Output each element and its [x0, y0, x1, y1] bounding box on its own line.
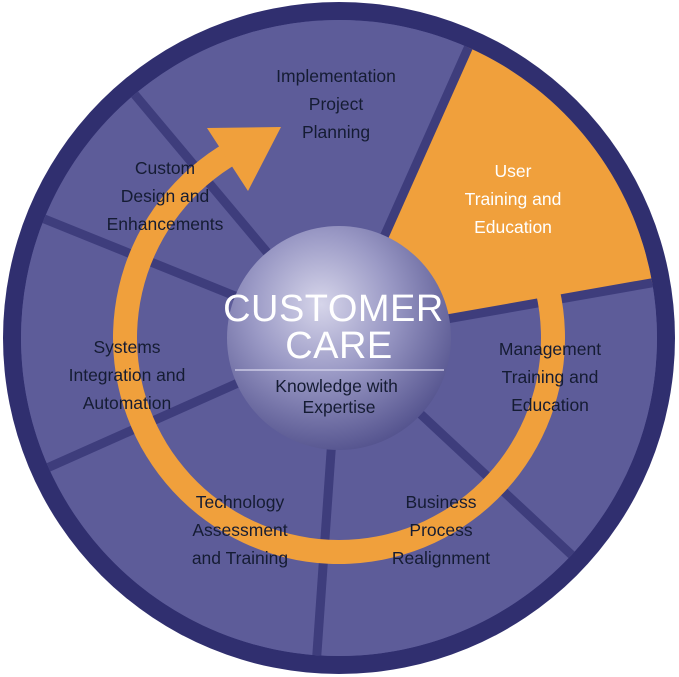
- cycle-arrow: [112, 127, 565, 565]
- segment-label-line: Education: [474, 217, 552, 237]
- segment-label-line: Enhancements: [107, 214, 224, 234]
- segment-label-line: Project: [309, 94, 364, 114]
- center-subtitle: Knowledge with Expertise: [275, 376, 402, 417]
- segment-label-line: Custom: [135, 158, 195, 178]
- segment-label-line: Business: [405, 492, 476, 512]
- center-subtitle-line-1: Knowledge with: [275, 376, 398, 396]
- segment-label-line: Planning: [302, 122, 370, 142]
- segment-label-line: Training and: [502, 367, 599, 387]
- segment-label-line: Realignment: [392, 548, 490, 568]
- segment-label-line: Assessment: [192, 520, 287, 540]
- segment-label-line: Management: [499, 339, 601, 359]
- segment-label-line: Process: [409, 520, 472, 540]
- segment-label-line: User: [495, 161, 532, 181]
- cycle-arrow-head: [207, 127, 281, 191]
- segment-label-line: Training and: [465, 189, 562, 209]
- segment-label-line: Technology: [196, 492, 285, 512]
- center-title-line-1: CUSTOMER: [223, 288, 444, 330]
- center-subtitle-line-2: Expertise: [303, 397, 376, 417]
- segment-label-line: and Training: [192, 548, 288, 568]
- segment-label-line: Automation: [83, 393, 172, 413]
- segment-implementation: [134, 20, 469, 338]
- segment-label-line: Design and: [121, 186, 210, 206]
- segment-label-line: Systems: [93, 337, 160, 357]
- center-title: CUSTOMER CARE: [223, 288, 455, 367]
- segment-label-line: Implementation: [276, 66, 396, 86]
- center-hub: [227, 226, 451, 450]
- segment-label-line: Integration and: [69, 365, 186, 385]
- segment-systems-integration: [21, 218, 339, 468]
- segment-label-line: Education: [511, 395, 589, 415]
- center-title-line-2: CARE: [285, 325, 393, 367]
